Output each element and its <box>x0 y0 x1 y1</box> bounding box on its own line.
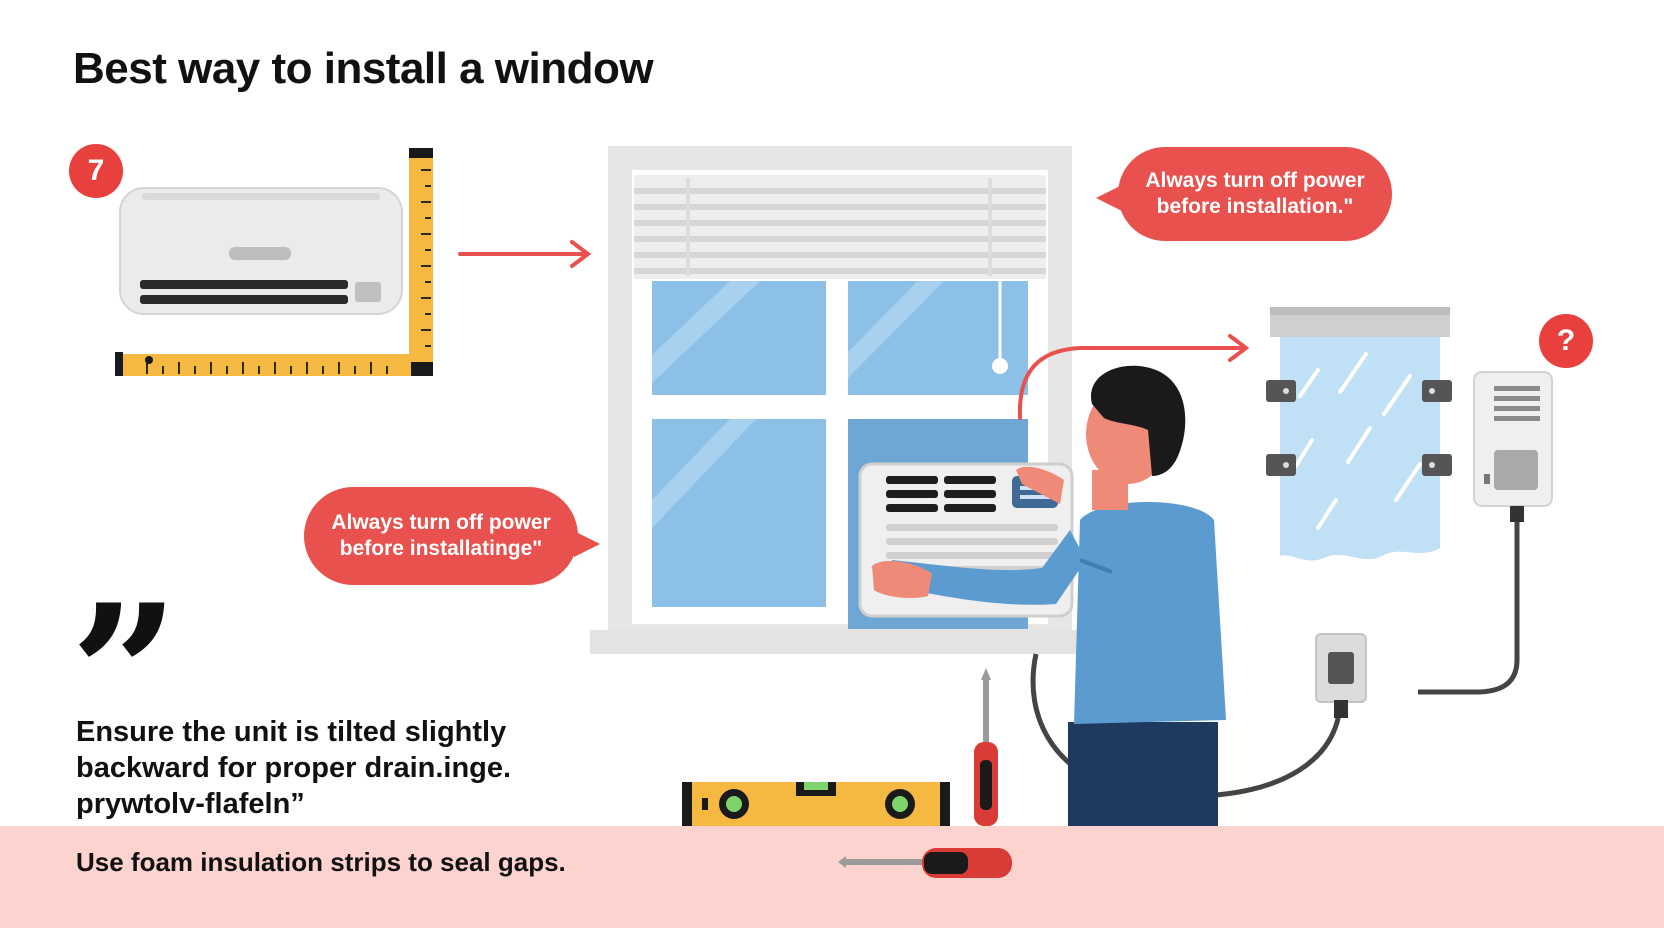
arrow-right-icon <box>1017 334 1250 420</box>
tip-quote: Ensure the unit is tilted slightly backw… <box>76 714 636 822</box>
footer-band <box>0 826 1664 928</box>
page-title: Best way to install a window <box>73 44 654 93</box>
callout-line: Always turn off power <box>331 511 551 534</box>
tip-line: Ensure the unit is tilted slightly <box>76 716 507 748</box>
screwdriver-icon <box>974 668 998 826</box>
tape-measure-icon <box>115 148 433 376</box>
window-panel-icon <box>1266 307 1452 561</box>
callout-line: Always turn off power <box>1145 169 1365 192</box>
wall-outlet-icon <box>1315 633 1367 718</box>
tip-line: prywtolv-flafeln” <box>76 788 305 820</box>
callout-line: before installatinge" <box>339 537 543 560</box>
screwdriver-icon <box>838 848 1012 878</box>
thermostat-icon <box>1418 371 1553 695</box>
tip-line: backward for proper drain.inge. <box>76 752 512 784</box>
wall-ac-unit-icon <box>119 187 403 315</box>
person-installer-icon <box>872 365 1226 828</box>
arrow-right-icon <box>458 240 592 268</box>
callout-power-warning-left: Always turn off power before installatin… <box>304 487 600 585</box>
footer-tip: Use foam insulation strips to seal gaps. <box>76 847 566 877</box>
callout-power-warning-top: Always turn off power before installatio… <box>1096 147 1392 241</box>
quote-mark-icon: ” <box>70 563 180 786</box>
help-badge: ? <box>1539 314 1593 368</box>
step-number-badge: 7 <box>69 144 123 198</box>
spirit-level-icon <box>682 782 950 826</box>
callout-line: before installation." <box>1156 195 1354 218</box>
